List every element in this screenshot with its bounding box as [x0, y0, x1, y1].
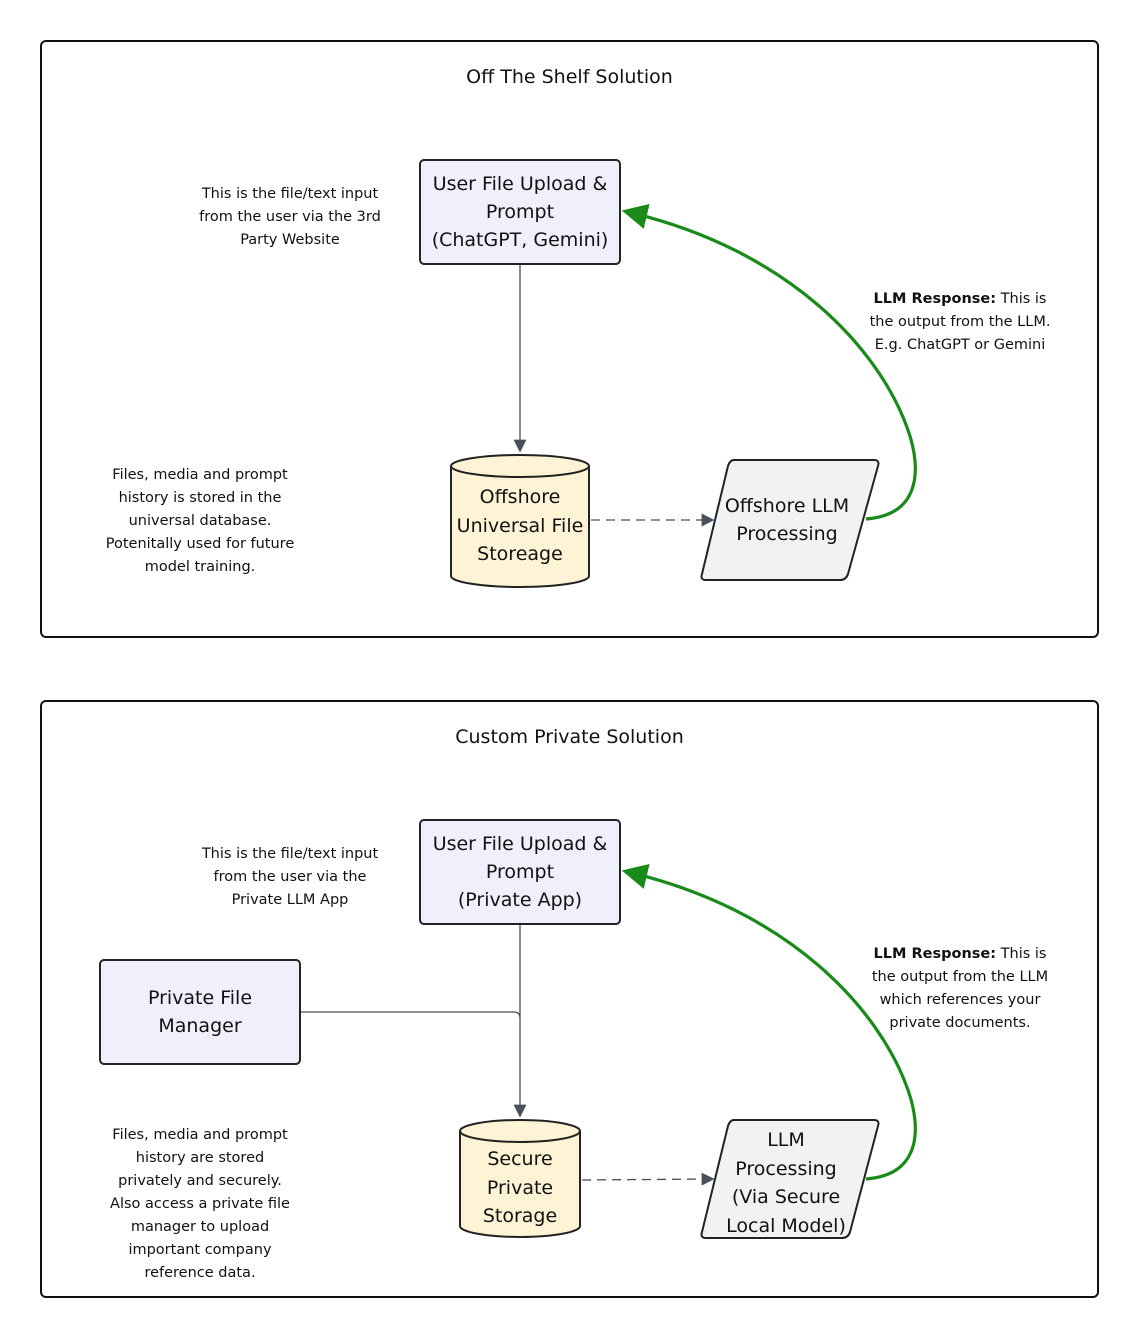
- note-line: which references your: [879, 992, 1041, 1008]
- user-upload-line: (ChatGPT, Gemini): [431, 229, 609, 251]
- note-line: This is the file/text input: [201, 186, 379, 202]
- note-line: Potenitally used for future: [105, 536, 295, 552]
- note-line: manager to upload: [130, 1219, 270, 1235]
- note-line: history is stored in the: [118, 490, 282, 506]
- llm-response-note: LLM Response: This is the output from th…: [840, 288, 1080, 357]
- user-upload-line: Prompt: [485, 861, 555, 883]
- note-line: from the user via the: [213, 869, 367, 885]
- user-upload-box: User File Upload & Prompt (Private App): [419, 819, 621, 925]
- note-line: model training.: [144, 559, 256, 575]
- note-line: This is: [996, 946, 1047, 962]
- note-line: E.g. ChatGPT or Gemini: [874, 337, 1046, 353]
- llm-response-arrow: [621, 863, 917, 1181]
- note-line: from the user via the 3rd: [199, 209, 381, 225]
- llm-response-arrow: [621, 203, 917, 521]
- private-file-manager-box: Private File Manager: [99, 959, 301, 1065]
- file-manager-line: Private File: [147, 987, 253, 1009]
- panel-title: Off The Shelf Solution: [466, 66, 673, 88]
- note-line: Files, media and prompt: [112, 467, 288, 483]
- response-label: LLM Response:: [873, 946, 997, 962]
- user-upload-line: User File Upload &: [432, 173, 608, 195]
- llm-response-note: LLM Response: This is the output from th…: [840, 943, 1080, 1035]
- note-line: the output from the LLM: [871, 969, 1049, 985]
- offshore-processing-shape: [700, 459, 880, 581]
- storage-note: Files, media and prompt history are stor…: [80, 1124, 320, 1285]
- input-note: This is the file/text input from the use…: [170, 183, 410, 252]
- response-label: LLM Response:: [873, 291, 997, 307]
- note-line: privately and securely.: [118, 1173, 282, 1189]
- private-processing-shape: [700, 1119, 880, 1239]
- file-manager-line: Manager: [158, 1015, 242, 1037]
- off-the-shelf-panel: Off The Shelf Solution: [40, 40, 1099, 638]
- note-line: Party Website: [240, 232, 340, 248]
- note-line: This is: [996, 291, 1047, 307]
- file-manager-connector: [300, 1011, 521, 1019]
- note-line: the output from the LLM.: [869, 314, 1051, 330]
- note-line: Private LLM App: [231, 892, 349, 908]
- input-note: This is the file/text input from the use…: [170, 843, 410, 912]
- note-line: history are stored: [135, 1150, 265, 1166]
- note-line: reference data.: [144, 1265, 256, 1281]
- user-upload-line: (Private App): [457, 889, 583, 911]
- user-upload-line: User File Upload &: [432, 833, 608, 855]
- note-line: private documents.: [889, 1015, 1031, 1031]
- storage-to-processing-arrow: [581, 1172, 715, 1186]
- user-upload-box: User File Upload & Prompt (ChatGPT, Gemi…: [419, 159, 621, 265]
- note-line: Files, media and prompt: [112, 1127, 288, 1143]
- note-line: universal database.: [128, 513, 272, 529]
- secure-storage-cylinder: [459, 1119, 581, 1238]
- note-line: This is the file/text input: [201, 846, 379, 862]
- note-line: important company: [128, 1242, 272, 1258]
- panel-title: Custom Private Solution: [455, 726, 684, 748]
- user-upload-line: Prompt: [485, 201, 555, 223]
- note-line: Also access a private file: [110, 1196, 290, 1212]
- storage-note: Files, media and prompt history is store…: [80, 464, 320, 579]
- custom-private-panel: Custom Private Solution: [40, 700, 1099, 1298]
- offshore-storage-cylinder: [450, 454, 590, 588]
